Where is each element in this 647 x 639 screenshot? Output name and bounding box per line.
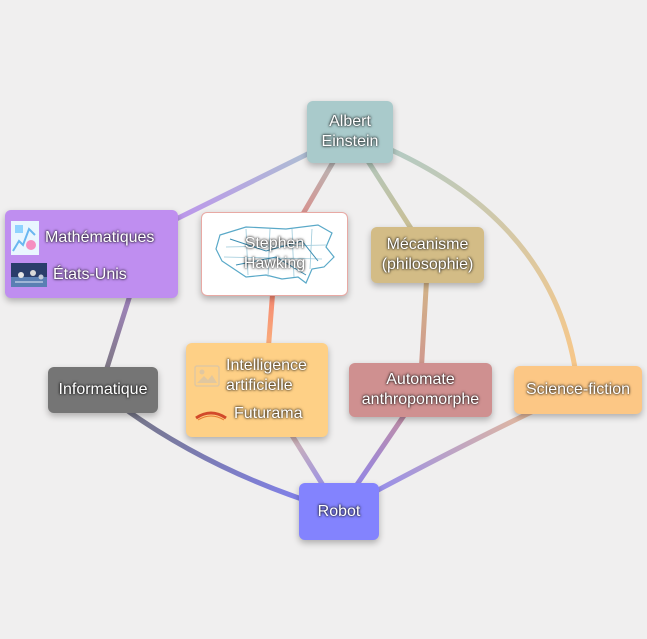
- image-placeholder-icon: [194, 365, 220, 387]
- node-label: Mécanisme (philosophie): [381, 236, 474, 273]
- node-label: Automate anthropomorphe: [361, 371, 480, 408]
- usa-map-image-icon: [215, 224, 335, 284]
- node-mathematiques-etats-unis[interactable]: Mathématiques États-Unis: [5, 210, 178, 298]
- node-mecanisme-philosophie[interactable]: Mécanisme (philosophie): [371, 227, 484, 283]
- node-science-fiction[interactable]: Science-fiction: [514, 366, 642, 414]
- node-label: Mathématiques: [45, 229, 155, 246]
- mathematics-thumbnail-icon: [11, 221, 39, 255]
- node-label: Informatique: [58, 381, 148, 398]
- node-label: Science-fiction: [525, 381, 631, 398]
- node-label: États-Unis: [53, 266, 127, 283]
- node-robot[interactable]: Robot: [299, 483, 379, 540]
- node-informatique[interactable]: Informatique: [48, 367, 158, 413]
- node-label: Intelligence artificielle: [226, 357, 307, 394]
- node-stephen-hawking[interactable]: Stephen Hawking: [201, 212, 348, 296]
- node-label: Stephen Hawking: [243, 235, 306, 272]
- futurama-logo-icon: [195, 411, 227, 421]
- united-states-thumbnail-icon: [11, 263, 47, 287]
- node-albert-einstein[interactable]: Albert Einstein: [307, 101, 393, 163]
- node-automate-anthropomorphe[interactable]: Automate anthropomorphe: [349, 363, 492, 417]
- node-label: Robot: [317, 502, 361, 520]
- edge-einstein-scifi: [347, 130, 581, 393]
- node-label: Futurama: [234, 405, 303, 422]
- node-label: Albert Einstein: [321, 113, 379, 150]
- node-intelligence-artificielle-futurama[interactable]: Intelligence artificielle Futurama: [186, 343, 328, 437]
